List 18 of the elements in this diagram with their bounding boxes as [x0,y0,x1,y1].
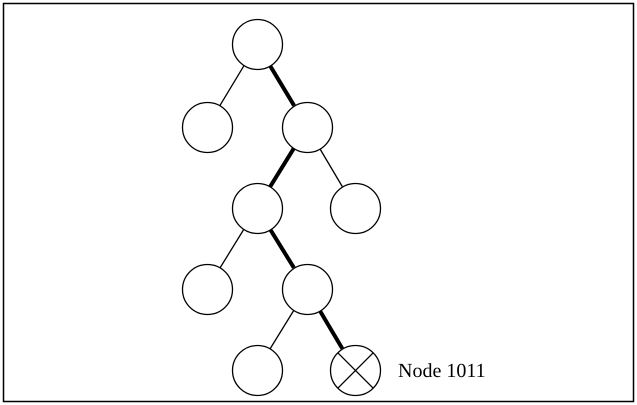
node-caption: Node 1011 [398,361,486,381]
tree-edge [270,310,294,350]
tree-edge [268,147,296,188]
circle-node [230,182,284,234]
crossed-circle-node [328,344,382,396]
circle-node [180,262,234,316]
circle-node [180,100,234,154]
circle-node [328,182,382,234]
tree-edge [268,228,296,269]
circle-node [230,18,284,70]
tree-edge [268,64,296,107]
circle-node [280,100,334,154]
tree-edge [319,148,343,187]
circle-node [280,262,334,316]
tree-edge [220,228,244,268]
tree-edge [219,65,245,106]
tree-edge [318,309,344,350]
circle-node [230,344,284,396]
